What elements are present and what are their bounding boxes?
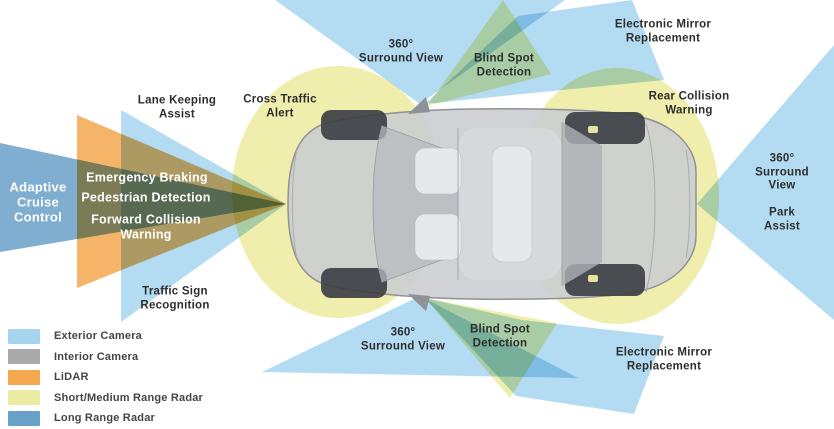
legend: Exterior Camera Interior Camera LiDAR Sh… [8,326,248,429]
rear-bumper-line [685,149,691,259]
front-left-wheel [321,110,387,140]
rear-bench-seat [491,145,533,263]
rear-window [562,122,602,286]
tail-light-right [588,275,598,282]
short-medium-radar-swatch [8,390,40,406]
legend-row-long-range-radar: Long Range Radar [8,408,248,429]
passenger-seat [414,213,462,261]
long-range-radar-zone [0,143,286,252]
pillar-lines [457,122,563,286]
blind-spot-radar-zone-top [427,0,551,106]
surround-view-park-assist-camera-zone-rear [697,45,834,320]
long-range-radar-swatch [8,410,40,426]
lidar-swatch [8,369,40,385]
legend-label: Interior Camera [54,350,139,363]
tail-light-left [588,126,598,133]
left-side-mirror [408,97,430,114]
legend-label: Long Range Radar [54,412,155,425]
front-bumper-line [292,149,298,259]
driver-seat [414,147,462,195]
legend-label: LiDAR [54,371,89,384]
interior-camera-swatch [8,349,40,365]
car-body-group [287,97,697,311]
legend-row-interior-camera: Interior Camera [8,347,248,368]
right-side-mirror [408,294,430,311]
blind-spot-radar-zone-bottom [425,298,557,398]
legend-row-lidar: LiDAR [8,367,248,388]
legend-label: Exterior Camera [54,330,142,343]
exterior-camera-swatch [8,328,40,344]
legend-row-exterior-camera: Exterior Camera [8,326,248,347]
trunk-line [645,123,656,293]
legend-label: Short/Medium Range Radar [54,391,204,404]
front-right-wheel [321,268,387,298]
legend-row-short-medium-radar: Short/Medium Range Radar [8,388,248,409]
